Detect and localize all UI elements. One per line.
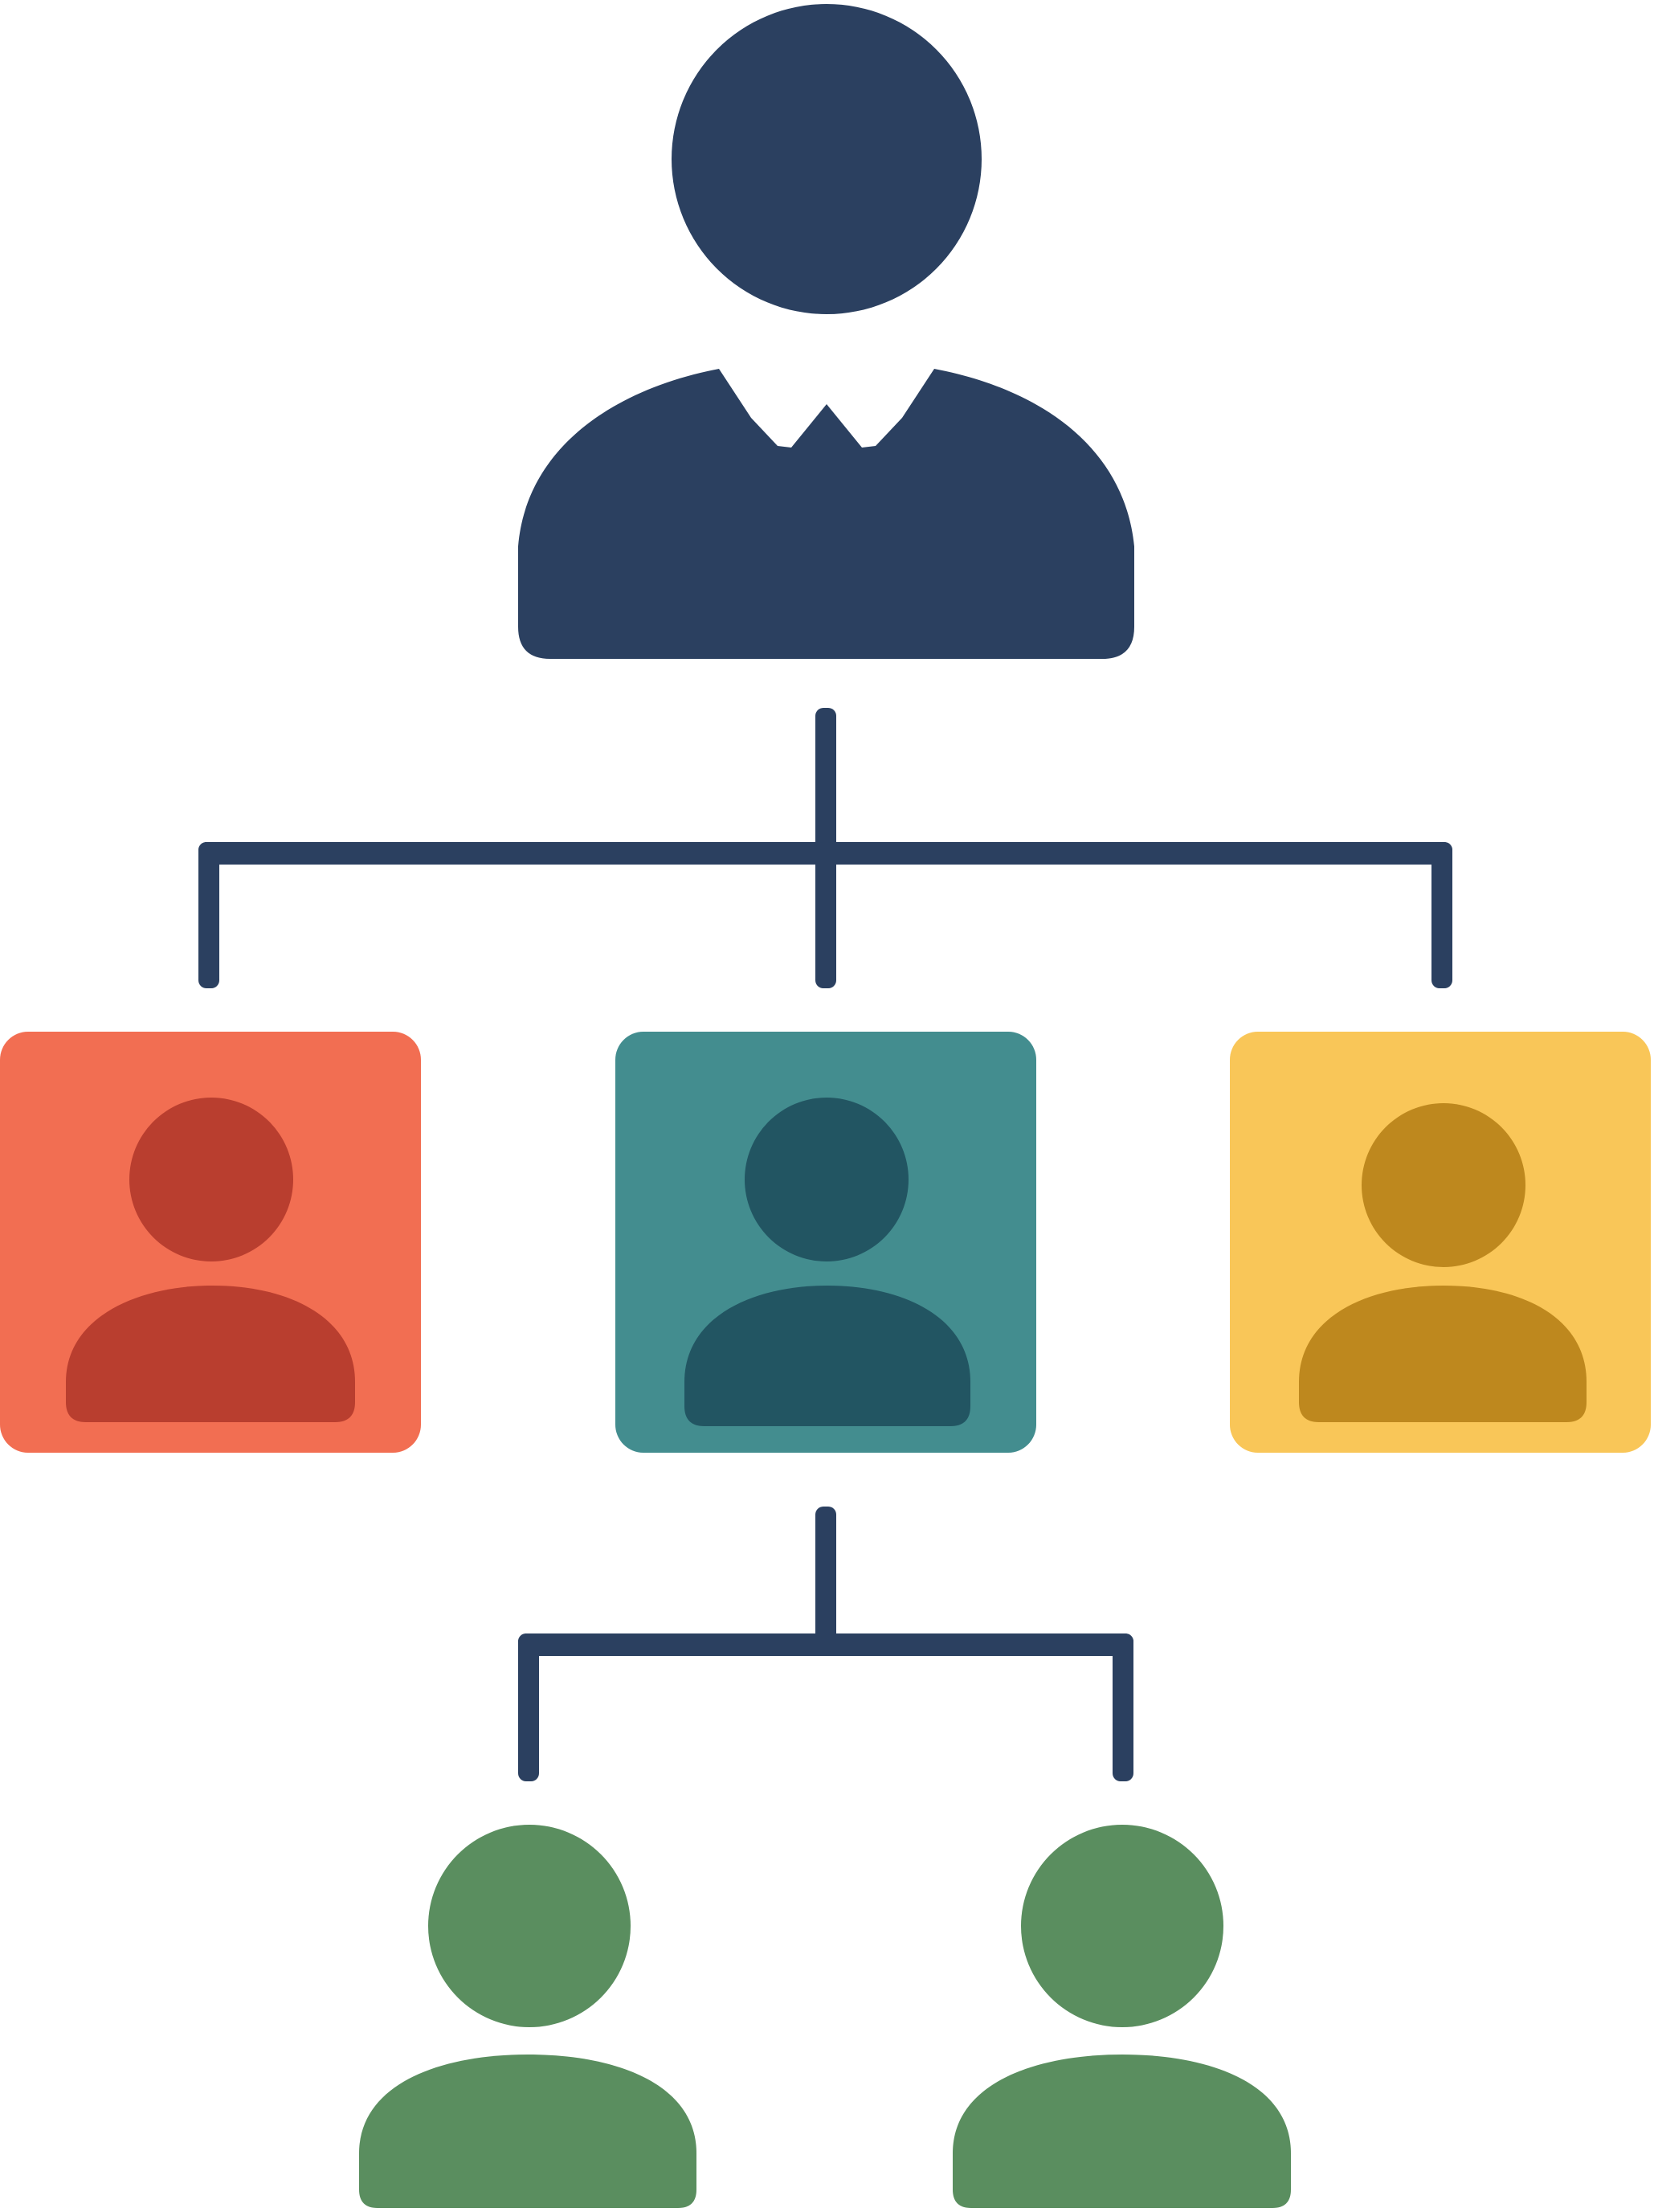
connector-line	[198, 842, 219, 988]
shape	[66, 1286, 355, 1422]
connector-line	[518, 1633, 1133, 1656]
shape	[359, 2055, 696, 2208]
connector-bottom	[518, 1507, 1133, 1781]
connector-top	[198, 708, 1452, 988]
connector-line	[815, 842, 836, 988]
shape	[1021, 1825, 1223, 2027]
staff-left-person-icon	[359, 1825, 696, 2208]
manager-right-card	[1230, 1032, 1651, 1453]
person-icon	[745, 1098, 909, 1261]
leader-person-icon	[518, 4, 1134, 659]
connector-line	[815, 708, 836, 854]
connector-line	[1431, 842, 1452, 988]
shape	[684, 1286, 970, 1426]
shape	[1299, 1286, 1587, 1422]
manager-left-card	[0, 1032, 421, 1453]
leader-body	[518, 369, 1134, 659]
connector-line	[1113, 1633, 1133, 1781]
manager-middle-card	[615, 1032, 1036, 1453]
staff-right-person-icon	[953, 1825, 1291, 2208]
connector-line	[815, 1507, 836, 1647]
person-icon	[1362, 1103, 1525, 1267]
person-icon	[129, 1098, 293, 1261]
connector-line	[518, 1633, 539, 1781]
leader-head	[672, 4, 982, 314]
shape	[953, 2055, 1291, 2208]
shape	[428, 1825, 631, 2027]
